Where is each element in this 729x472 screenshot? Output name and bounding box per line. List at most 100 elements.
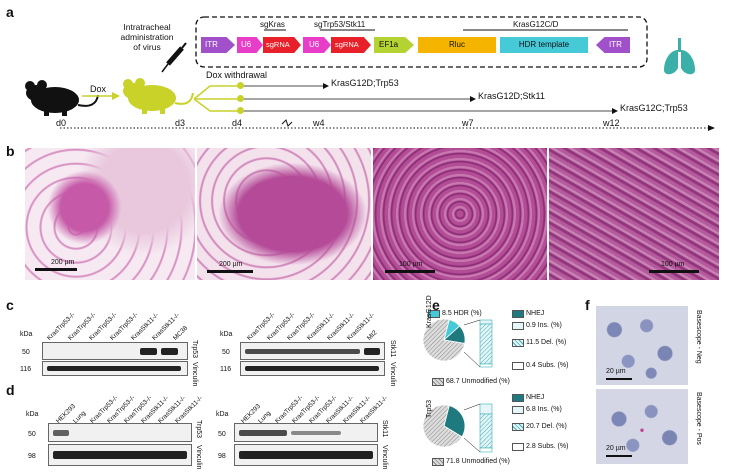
- intratracheal-label: Intratracheal administration of virus: [112, 22, 182, 52]
- pie-gene-label-trp53: Trp53: [426, 400, 433, 418]
- scale-bar-3: [385, 270, 435, 273]
- timepoint-w12: w12: [603, 118, 620, 128]
- basescope-neg-image: 20 µm: [596, 306, 688, 385]
- blot-c-left-kda: kDa: [20, 331, 33, 338]
- blot-c-left-label-trp53: Trp53: [191, 340, 198, 359]
- blot-c-right-stk11: [240, 342, 385, 360]
- construct-label-sgkras: sgKras: [260, 20, 285, 29]
- bar-kras-subs: [479, 363, 493, 368]
- construct-itr-right: ITR: [596, 37, 630, 53]
- intratracheal-line-3: of virus: [133, 42, 161, 52]
- bar-trp53-ins: [479, 403, 493, 415]
- scale-bar-2: [207, 270, 253, 273]
- blot-d-left-kda: kDa: [26, 411, 39, 418]
- legend-ins-1: 0.9 Ins. (%): [526, 322, 562, 329]
- blot-d-left-vinculin: [48, 444, 192, 466]
- timepoint-d3: d3: [175, 118, 186, 128]
- scale-bar-4: [649, 270, 699, 273]
- legend-nhej-swatch-1: [512, 310, 524, 318]
- blot-d-right-label-vinculin: Vinculin: [381, 445, 388, 470]
- band: [245, 349, 360, 354]
- dox-label: Dox: [90, 84, 107, 94]
- construct-label-sgtrp53: sgTrp53/Stk11: [314, 20, 366, 29]
- blot-d-right-label-stk11: Stk11: [381, 420, 388, 438]
- timepoint-w4: w4: [313, 118, 325, 128]
- blot-d-left-label-trp53: Trp53: [195, 420, 202, 439]
- band: [53, 430, 69, 436]
- syringe-icon: [161, 42, 187, 73]
- basescope-neg-label: Basescope - Neg: [695, 310, 702, 364]
- blot-c-left-lane-7: MC38: [172, 324, 190, 342]
- he-image-1: 200 µm: [25, 148, 195, 280]
- blot-c-left-vinculin: [42, 361, 188, 376]
- panel-e-charts: [422, 318, 493, 453]
- outcome-kras-g12d-trp53: KrasG12D;Trp53: [331, 78, 399, 88]
- blot-d-right-mw-98: 98: [218, 453, 226, 460]
- legend-nhej-swatch-2: [512, 394, 524, 402]
- line: [463, 319, 481, 326]
- scale-bar-f2: [606, 455, 632, 457]
- blot-d-left-label-vinculin: Vinculin: [195, 445, 202, 470]
- legend-del-swatch-2: [512, 423, 524, 431]
- scale-label-2: 200 µm: [219, 261, 243, 268]
- blot-c-left-mw-116: 116: [20, 366, 32, 373]
- blot-d-right-mw-50: 50: [218, 431, 226, 438]
- timepoint-d4: d4: [232, 118, 243, 128]
- timepoint-w7: w7: [462, 118, 474, 128]
- he-image-2: 200 µm: [197, 148, 371, 280]
- construct-sgrna-2: sgRNA: [331, 37, 371, 53]
- legend-unmod-swatch-2: [432, 458, 444, 466]
- bar-kras-del: [479, 323, 493, 365]
- legend-ins-2: 6.8 Ins. (%): [526, 406, 562, 413]
- he-image-3: 100 µm: [373, 148, 547, 280]
- bar-kras-ins: [479, 319, 493, 325]
- legend-hdr-swatch: [428, 310, 440, 318]
- scale-bar-f1: [606, 378, 632, 380]
- construct-u6-2: U6: [303, 37, 331, 53]
- blot-d-left-trp53: [48, 423, 192, 442]
- scale-bar-1: [35, 268, 77, 271]
- line: [463, 351, 481, 368]
- intratracheal-line-2: administration: [120, 32, 174, 42]
- band: [364, 348, 380, 355]
- basescope-pos-label: Basescope - Pos: [695, 392, 702, 445]
- panel-label-c: c: [6, 297, 14, 313]
- line: [463, 403, 481, 411]
- construct-itr-left: ITR: [201, 37, 235, 53]
- construct-u6-1: U6: [237, 37, 263, 53]
- bar-trp53-del: [479, 413, 493, 449]
- scale-label-4: 100 µm: [661, 261, 685, 268]
- intratracheal-line-1: Intratracheal: [123, 22, 171, 32]
- legend-unmod-swatch-1: [432, 378, 444, 386]
- legend-del-1: 11.5 Del. (%): [526, 339, 567, 346]
- blot-d-left-mw-50: 50: [28, 431, 36, 438]
- legend-del-swatch-1: [512, 339, 524, 347]
- gene-label: Trp53: [426, 399, 433, 418]
- scale-label-1: 200 µm: [51, 259, 75, 266]
- blot-c-right-kda: kDa: [220, 331, 233, 338]
- blot-c-right-mw-116: 116: [220, 366, 232, 373]
- band: [245, 366, 379, 371]
- mouse-green-icon: [123, 78, 194, 114]
- timepoint-d0: d0: [56, 118, 67, 128]
- basescope-pos-image: 20 µm: [596, 389, 688, 464]
- blot-c-left-label-vinculin: Vinculin: [191, 362, 198, 387]
- dox-withdrawal-label: Dox withdrawal: [206, 70, 268, 80]
- construct-rluc: Rluc: [418, 37, 496, 53]
- blot-c-right-lane-7: MI2: [366, 329, 379, 342]
- legend-subs-1: 0.4 Subs. (%): [526, 362, 569, 369]
- legend-subs-2: 2.8 Subs. (%): [526, 443, 569, 450]
- construct-hdr-template: HDR template: [500, 37, 588, 53]
- pie-slice-unmodified: [422, 404, 463, 448]
- panel-label-e: e: [432, 297, 440, 313]
- pie-chart-kras: [422, 318, 466, 362]
- blot-c-left-mw-50: 50: [22, 349, 30, 356]
- band: [161, 348, 178, 355]
- legend-unmod-2: 71.8 Unmodified (%): [446, 458, 510, 465]
- bar-trp53-subs: [479, 447, 493, 453]
- blot-d-left-mw-98: 98: [28, 453, 36, 460]
- legend-subs-swatch-2: [512, 443, 524, 451]
- outcome-kras-g12d-stk11: KrasG12D;Stk11: [478, 91, 545, 101]
- blot-c-right-vinculin: [240, 361, 385, 376]
- gene-label: KrasG12D: [426, 295, 433, 328]
